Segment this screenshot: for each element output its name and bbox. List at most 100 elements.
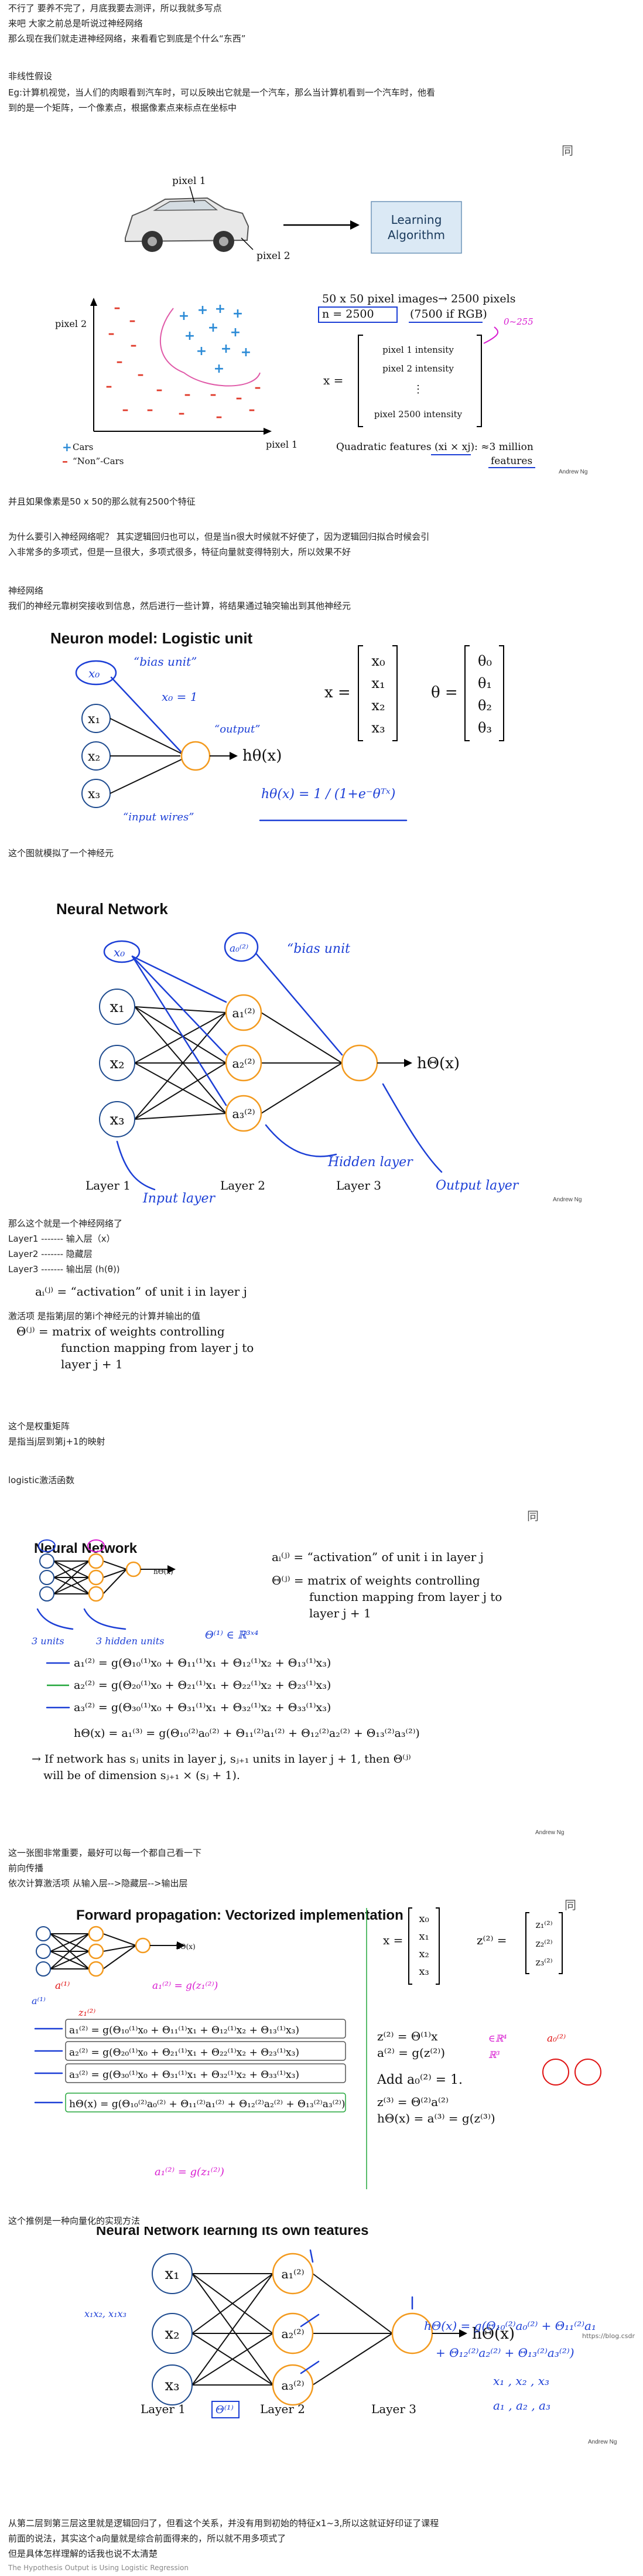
theta-definition-3: layer j + 1 xyxy=(61,1358,123,1370)
vector-entry: θ₂ xyxy=(478,697,492,714)
input-wires-note: “input wires” xyxy=(123,811,194,823)
noncar-point: – xyxy=(236,391,242,406)
mini-network xyxy=(36,1927,185,1976)
vector-entry: x₁ xyxy=(419,1930,429,1943)
hw-a-eq: a⁽¹⁾ xyxy=(32,1995,46,2006)
hidden-node xyxy=(89,1927,103,1941)
x-vector-entries: x₀x₁x₂x₃ xyxy=(419,1913,429,1978)
vector-entry: x₀ xyxy=(419,1913,429,1925)
x-vector-eq: x = xyxy=(324,684,351,701)
hw-red-a1: a⁽¹⁾ xyxy=(55,1980,70,1992)
car-point: + xyxy=(197,303,208,318)
legend-cars: Cars xyxy=(73,442,93,452)
nn-intro-line-1: 我们的神经元靠树突接收到信息，然后进行一些计算，将结果通过轴突输出到其他神经元 xyxy=(8,600,351,612)
vector-entry: θ₀ xyxy=(478,653,492,669)
car-point: + xyxy=(196,344,207,359)
hw-pink-bottom: a₁⁽²⁾ = g(z₁⁽²⁾) xyxy=(155,2166,224,2178)
scatter-points: +++++++++++––––––––––––––––– xyxy=(106,301,261,424)
hidden-node-label: a₃⁽²⁾ xyxy=(281,2379,304,2393)
theta-definition-1: Θ⁽ʲ⁾ = matrix of weights controlling xyxy=(16,1326,225,1337)
corner-icon: 同 xyxy=(527,1509,539,1523)
slide-learning-features-canvas: Neural Network learning its own features… xyxy=(8,2227,635,2449)
x-vector-eq: x = xyxy=(383,1933,403,1947)
car-point: + xyxy=(230,325,241,340)
nonlinear-line-1: Eg:计算机视觉，当人们的肉眼看到汽车时，可以反映出它就是一个汽车，那么当计算机… xyxy=(8,87,435,98)
noncar-point: – xyxy=(131,338,137,353)
dimension-rule-1: → If network has sⱼ units in layer j, sⱼ… xyxy=(32,1753,411,1766)
layer1-label: Layer 1 xyxy=(141,2402,186,2416)
noncar-point: – xyxy=(147,403,153,417)
weight-note-2: 是指当j层到第j+1的映射 xyxy=(8,1436,105,1447)
noncar-point: – xyxy=(108,326,115,341)
layer2-label: Layer 2 xyxy=(260,2402,305,2416)
vector-entry: z₃⁽²⁾ xyxy=(535,1957,552,1968)
hw-z: z₁⁽²⁾ xyxy=(78,2007,95,2018)
range-note: 0~255 xyxy=(504,316,533,327)
step-z2: z⁽²⁾ = Θ⁽¹⁾x xyxy=(377,2029,438,2043)
input-node-label: x₁ xyxy=(110,999,124,1016)
after3-layer1: Layer1 ------- 输入层（x） xyxy=(8,1233,115,1245)
box-line-2: Algorithm xyxy=(388,228,445,242)
hidden-node xyxy=(89,1587,103,1601)
def-theta-1: Θ⁽ʲ⁾ = matrix of weights controlling xyxy=(272,1573,480,1587)
def-activation: aᵢ⁽ʲ⁾ = “activation” of unit i in layer … xyxy=(272,1550,484,1564)
noncar-point: – xyxy=(106,379,112,394)
after3-line-0: 那么这个就是一个神经网络了 xyxy=(8,1218,122,1229)
slide3-title: Neural Network xyxy=(56,900,168,918)
hw-pink-r4: ∈ℝ⁴ xyxy=(488,2033,507,2044)
hw-eq-line1: hΘ(x) = g(Θ₁₀⁽²⁾a₀⁽²⁾ + Θ₁₁⁽²⁾a₁ xyxy=(424,2319,596,2333)
quad-features-2: features xyxy=(491,455,532,467)
x3-label: x₃ xyxy=(88,787,100,802)
z2-vector-entries: z₁⁽²⁾z₂⁽²⁾z₃⁽²⁾ xyxy=(535,1919,552,1968)
hidden-node xyxy=(89,1944,103,1958)
input-node-label: x₂ xyxy=(110,1055,124,1072)
x0-equals-1: x₀ = 1 xyxy=(162,690,198,704)
hidden-layer-note: Hidden layer xyxy=(327,1155,413,1170)
weight-note: 这个是权重矩阵 xyxy=(8,1420,70,1432)
hw-3hidden: 3 hidden units xyxy=(96,1635,164,1647)
noncar-point: – xyxy=(184,387,191,402)
car-point: + xyxy=(232,306,243,321)
hidden-node-label: a₂⁽²⁾ xyxy=(281,2327,304,2341)
vector-entry: x₂ xyxy=(419,1948,429,1960)
step-a2: a⁽²⁾ = g(z⁽²⁾) xyxy=(377,2046,445,2060)
after1-line-3: 入非常多的多项式，但是一旦很大，多项式很多，特征向量就变得特别大，所以效果不好 xyxy=(8,546,351,558)
x0-node: x₀ xyxy=(114,945,125,959)
logistic-unit-node xyxy=(182,742,210,770)
mini-h-theta: hΘ(x) xyxy=(176,1943,196,1951)
intensity-2500: pixel 2500 intensity xyxy=(374,409,463,420)
noncar-point: – xyxy=(249,403,255,417)
noncar-point: – xyxy=(156,383,163,397)
car-image xyxy=(125,198,248,252)
scatter-y-label: pixel 2 xyxy=(55,318,87,329)
x-vector-label: x = xyxy=(323,373,343,387)
intensity-1: pixel 1 intensity xyxy=(382,345,454,355)
output-layer-note: Output layer xyxy=(436,1178,519,1193)
after4-line-1: 这一张图非常重要，最好可以每一个都自己看一下 xyxy=(8,1847,201,1859)
hw-left: x₁x₂, x₁x₃ xyxy=(84,2308,126,2319)
pixel1-label: pixel 1 xyxy=(172,175,206,187)
hidden-node-label: a₁⁽²⁾ xyxy=(281,2267,304,2281)
input-node xyxy=(36,1927,50,1941)
car-point: + xyxy=(184,329,195,343)
vector-entry: θ₃ xyxy=(478,720,492,736)
legend-minus-icon: – xyxy=(62,454,68,468)
layer3-label: Layer 3 xyxy=(371,2402,416,2416)
pixel2-label: pixel 2 xyxy=(256,250,290,262)
hidden-node-label: a₁⁽²⁾ xyxy=(232,1006,255,1020)
vector-entry: x₂ xyxy=(371,697,385,714)
slide1-credit: Andrew Ng xyxy=(559,469,587,475)
after2-line-1: 这个图就模拟了一个神经元 xyxy=(8,847,114,859)
slide5-title: Forward propagation: Vectorized implemen… xyxy=(76,1907,403,1923)
vector-entry: x₀ xyxy=(371,653,385,669)
input-node xyxy=(40,1570,54,1585)
hw-pink-r3: ℝ³ xyxy=(488,2049,500,2060)
logistic-activation: logistic激活函数 xyxy=(8,1474,74,1486)
network-graph: x₁x₂x₃a₁⁽²⁾a₂⁽²⁾a₃⁽²⁾hΘ(x) xyxy=(100,954,460,1190)
mini-h-theta: hΘ(x) xyxy=(153,1568,173,1576)
noncar-point: – xyxy=(114,301,121,315)
h-theta-output: hΘ(x) xyxy=(417,1055,460,1072)
